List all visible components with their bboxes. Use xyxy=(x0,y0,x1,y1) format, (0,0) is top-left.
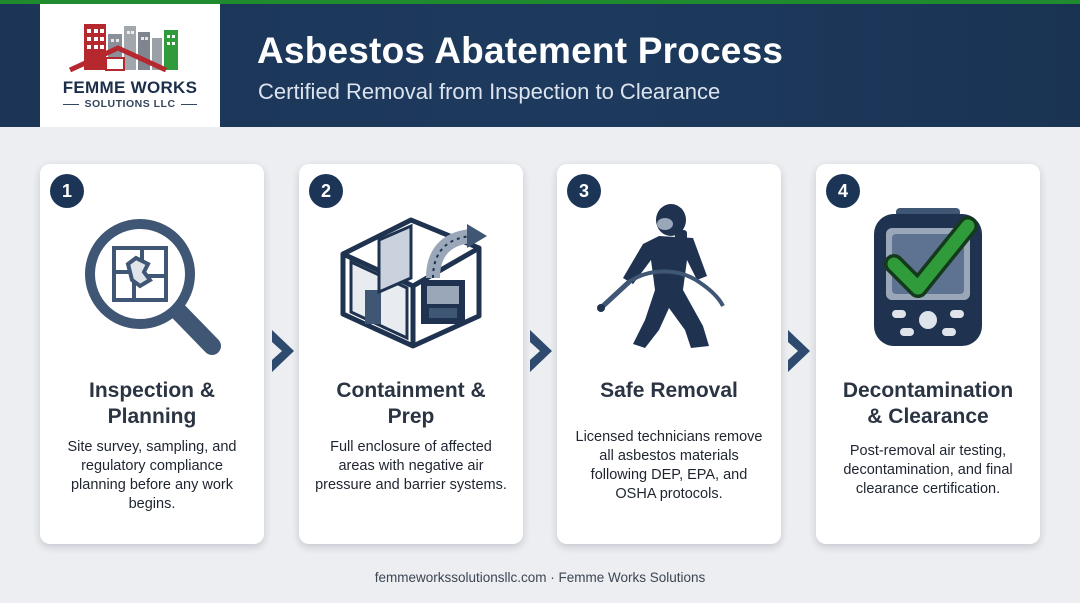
step-number-badge: 4 xyxy=(826,174,860,208)
step-description: Full enclosure of affected areas with ne… xyxy=(315,439,507,493)
step-title-line-1: Decontamination xyxy=(842,379,1014,402)
chevron-right-icon xyxy=(530,330,552,372)
footer-credit: femmeworkssolutionsllc.com · Femme Works… xyxy=(374,570,706,585)
chevron-right-icon xyxy=(788,330,810,372)
step-title-line-2: Prep xyxy=(387,405,435,428)
step-number-badge: 2 xyxy=(309,174,343,208)
step-card-1: 1 Inspection & Planning Site survey, sam… xyxy=(40,164,264,544)
hazmat-technician-icon xyxy=(597,204,725,348)
header-accent-line xyxy=(0,0,1080,4)
step-description: Licensed technicians remove all asbestos… xyxy=(575,429,763,502)
page-title: Asbestos Abatement Process xyxy=(257,30,784,71)
city-skyline-logo-icon xyxy=(68,24,178,73)
step-title-line-2: Planning xyxy=(107,405,197,428)
step-title-line-1: Safe Removal xyxy=(600,379,738,402)
chevron-right-icon xyxy=(272,330,294,372)
page-subtitle: Certified Removal from Inspection to Cle… xyxy=(258,79,721,104)
step-title-line-1: Containment & xyxy=(336,379,486,402)
containment-enclosure-icon xyxy=(340,217,487,349)
step-card-2: 2 Containment & Prep Full enclosure of a… xyxy=(299,164,523,544)
logo-company-suffix: SOLUTIONS LLC xyxy=(40,98,220,110)
step-card-3: 3 Safe Removal Licensed technicians remo… xyxy=(557,164,781,544)
company-logo: FEMME WORKS SOLUTIONS LLC xyxy=(40,4,220,127)
step-title-line-2: & Clearance xyxy=(867,405,989,428)
step-number-badge: 1 xyxy=(50,174,84,208)
step-description: Post-removal air testing, decontaminatio… xyxy=(843,443,1013,497)
step-number-badge: 3 xyxy=(567,174,601,208)
step-title-line-1: Inspection & xyxy=(88,379,215,402)
step-card-4: 4 Decontamination & Clearance Post-remov… xyxy=(816,164,1040,544)
logo-company-name: FEMME WORKS xyxy=(62,78,198,97)
header-banner: FEMME WORKS SOLUTIONS LLC Asbestos Abate… xyxy=(0,4,1080,127)
air-monitor-checkmark-icon xyxy=(874,208,982,346)
step-description: Site survey, sampling, and regulatory co… xyxy=(67,439,237,512)
magnifier-floorplan-icon xyxy=(85,219,221,355)
